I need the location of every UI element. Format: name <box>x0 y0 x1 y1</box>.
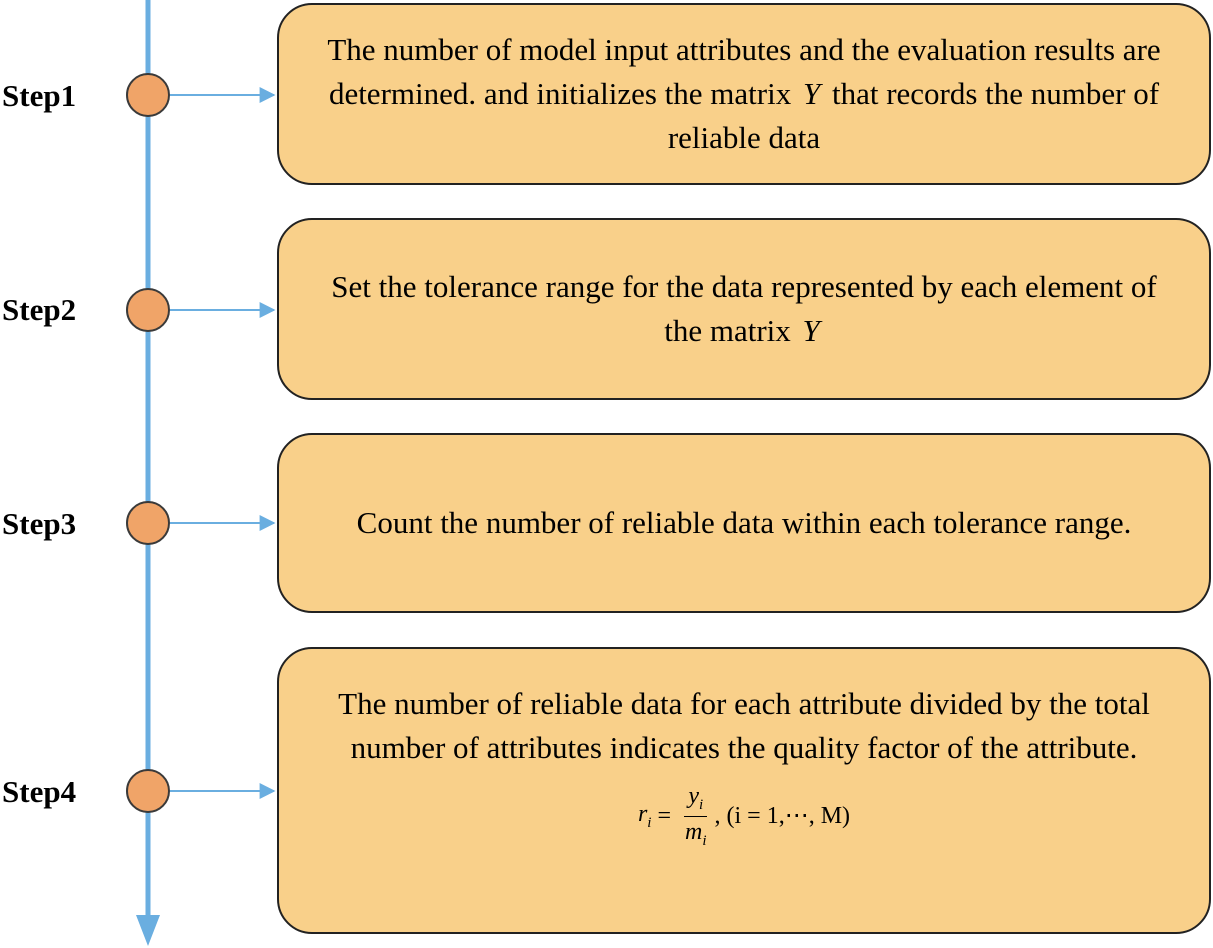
step4-box-shape <box>277 647 1211 934</box>
formula-denominator: mi <box>685 818 707 849</box>
step4-text-before: The number of reliable data for each att… <box>338 686 1150 765</box>
step2-node <box>126 288 170 332</box>
formula-numerator: yi <box>684 784 708 817</box>
step2-text-before: Set the tolerance range for the data rep… <box>331 269 1157 348</box>
step1-box-shape <box>277 3 1211 185</box>
step4-text: The number of reliable data for each att… <box>298 668 1190 849</box>
step1-label: Step1 <box>2 78 77 113</box>
step4-label: Step4 <box>2 774 77 809</box>
quality-factor-formula: ri = yi mi , (i = 1,⋯, M) <box>638 784 850 849</box>
step1-matrix-variable: Y <box>802 76 821 111</box>
step3-box: Count the number of reliable data within… <box>278 434 1210 612</box>
formula-lhs: ri <box>637 800 652 831</box>
step3-box-shape <box>277 433 1211 613</box>
step3-label: Step3 <box>2 506 77 541</box>
timeline-arrowhead <box>136 915 160 946</box>
formula-fraction: yi mi <box>681 784 711 849</box>
step1-text: The number of model input attributes and… <box>318 28 1170 160</box>
step1-box: The number of model input attributes and… <box>278 4 1210 184</box>
formula-condition: , (i = 1,⋯, M) <box>714 803 851 830</box>
step2-box-shape <box>277 218 1211 400</box>
step2-box: Set the tolerance range for the data rep… <box>278 219 1210 399</box>
step1-text-before: The number of model input attributes and… <box>327 32 1161 111</box>
step1-text-after: that records the number of reliable data <box>667 76 1160 155</box>
step3-node <box>126 501 170 545</box>
step2-label: Step2 <box>2 292 77 327</box>
step4-box: The number of reliable data for each att… <box>278 648 1210 933</box>
formula-equals: = <box>657 803 671 830</box>
step3-text: Count the number of reliable data within… <box>284 501 1204 545</box>
step2-text: Set the tolerance range for the data rep… <box>328 265 1160 353</box>
step1-node <box>126 73 170 117</box>
step4-node <box>126 769 170 813</box>
step3-text-before: Count the number of reliable data within… <box>356 505 1132 540</box>
step2-matrix-variable: Y <box>802 313 820 348</box>
